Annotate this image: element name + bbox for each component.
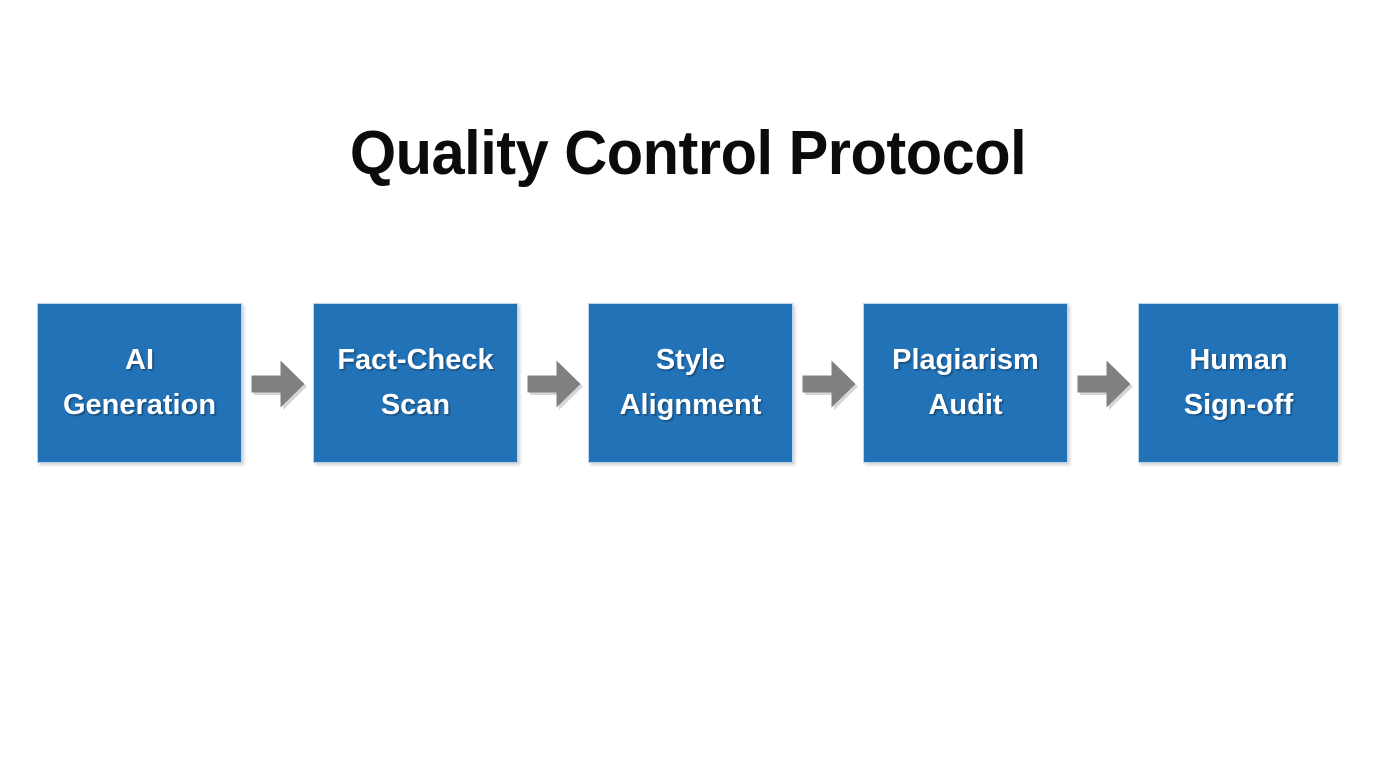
right-arrow-icon [526, 355, 583, 411]
flow-step-style-alignment[interactable]: Style Alignment [588, 303, 793, 463]
right-arrow-icon [1076, 355, 1133, 411]
right-arrow-icon [250, 355, 307, 411]
process-flow: AI Generation Fact-Check Scan [37, 303, 1339, 463]
page-title: Quality Control Protocol [349, 119, 1027, 188]
flow-step-ai-generation[interactable]: AI Generation [37, 303, 242, 463]
flow-step-label: AI Generation [62, 344, 217, 421]
flow-step-plagiarism-audit[interactable]: Plagiarism Audit [863, 303, 1068, 463]
flow-step-human-sign-off[interactable]: Human Sign-off [1138, 303, 1339, 463]
right-arrow-icon [801, 355, 858, 411]
flow-step-label: Human Sign-off [1183, 344, 1294, 421]
flow-step-fact-check-scan[interactable]: Fact-Check Scan [313, 303, 518, 463]
flow-step-label: Plagiarism Audit [892, 344, 1039, 421]
flow-step-label: Fact-Check Scan [337, 344, 494, 421]
flow-step-label: Style Alignment [619, 344, 762, 421]
